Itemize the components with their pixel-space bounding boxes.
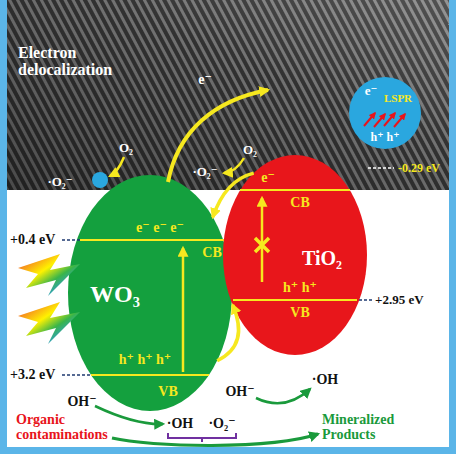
- ellipse-shape: [68, 175, 232, 411]
- wo3-ellipse: WO₃ CB VB e⁻ e⁻ e⁻ h⁺ h⁺ h⁺: [68, 175, 232, 411]
- vb-line: [91, 374, 209, 376]
- electron-arrow: [168, 90, 268, 182]
- band-label: CB: [202, 246, 221, 261]
- oscillation-arrow: [374, 114, 385, 127]
- lspr-circle: LSPR e⁻ h⁺ h⁺: [349, 77, 421, 149]
- species-label: O₂: [243, 143, 257, 157]
- electron-dot: [92, 172, 108, 188]
- species-label: ·OH: [167, 417, 193, 432]
- band-label: VB: [158, 385, 177, 400]
- reduction-arrow: [224, 158, 244, 173]
- energy-level: +0.4 eV: [10, 233, 55, 248]
- electron-label: e⁻: [198, 73, 212, 88]
- reactant-label: Organic contaminations: [16, 413, 116, 442]
- image-caption: Electron delocalization: [18, 45, 138, 79]
- light-bolt: [18, 254, 80, 296]
- oscillation-arrow: [394, 114, 405, 127]
- species-label: OH⁻: [225, 385, 254, 400]
- species-label: ·OH: [312, 373, 338, 388]
- transfer-arrow: [217, 305, 238, 361]
- canvas: [7, 0, 449, 447]
- energy-level: +2.95 eV: [375, 293, 424, 307]
- oxidation-arrow: [95, 406, 163, 424]
- level-leader: [62, 239, 80, 241]
- species-label: ·O₂⁻: [47, 175, 72, 189]
- oscillation-arrow: [384, 113, 395, 126]
- semiconductor-name: WO₃: [90, 282, 140, 307]
- lspr-name: LSPR: [384, 93, 412, 105]
- hole-marks: h⁺ h⁺: [370, 131, 399, 144]
- blocked-mark: [255, 238, 269, 252]
- degradation-arrow: [112, 434, 318, 445]
- energy-level: -0.29 eV: [398, 162, 440, 175]
- reduction-arrow: [110, 157, 124, 176]
- product-label: Mineralized Products: [322, 413, 414, 442]
- cb-line: [240, 189, 350, 191]
- semiconductor-name: TiO₂: [302, 248, 342, 269]
- electron-marks: e⁻: [365, 84, 378, 98]
- band-label: VB: [290, 306, 309, 321]
- species-label: ·O₂⁻: [192, 165, 217, 179]
- oscillation-arrow: [364, 113, 375, 126]
- level-leader: [62, 374, 91, 376]
- species-label: ·O₂⁻: [208, 417, 235, 432]
- transfer-arrow: [213, 173, 254, 217]
- tio2-ellipse: TiO₂ CB VB e⁻ h⁺ h⁺: [223, 155, 367, 355]
- excitation-arrow: [261, 198, 264, 282]
- excitation-arrow: [182, 248, 185, 372]
- level-leader: [359, 299, 372, 301]
- circle-shape: [349, 77, 421, 149]
- node-outline: [223, 155, 367, 355]
- band-label: CB: [290, 196, 309, 211]
- bracket: [168, 433, 236, 442]
- ellipse-shape: [223, 155, 367, 355]
- light-bolt: [18, 302, 80, 344]
- energy-level: +3.2 eV: [10, 368, 55, 383]
- tem-image: [7, 0, 449, 190]
- species-label: O₂: [119, 141, 133, 155]
- hole-marks: h⁺ h⁺ h⁺: [119, 353, 172, 368]
- hole-marks: h⁺ h⁺: [283, 281, 317, 296]
- tem-shade: [7, 0, 449, 190]
- vb-line: [233, 299, 357, 301]
- electron-marks: e⁻ e⁻ e⁻: [136, 221, 184, 236]
- oxidation-arrow: [256, 389, 310, 403]
- electron-marks: e⁻: [261, 171, 275, 186]
- cb-line: [80, 239, 224, 241]
- species-label: OH⁻: [67, 395, 96, 410]
- level-leader: [368, 167, 394, 169]
